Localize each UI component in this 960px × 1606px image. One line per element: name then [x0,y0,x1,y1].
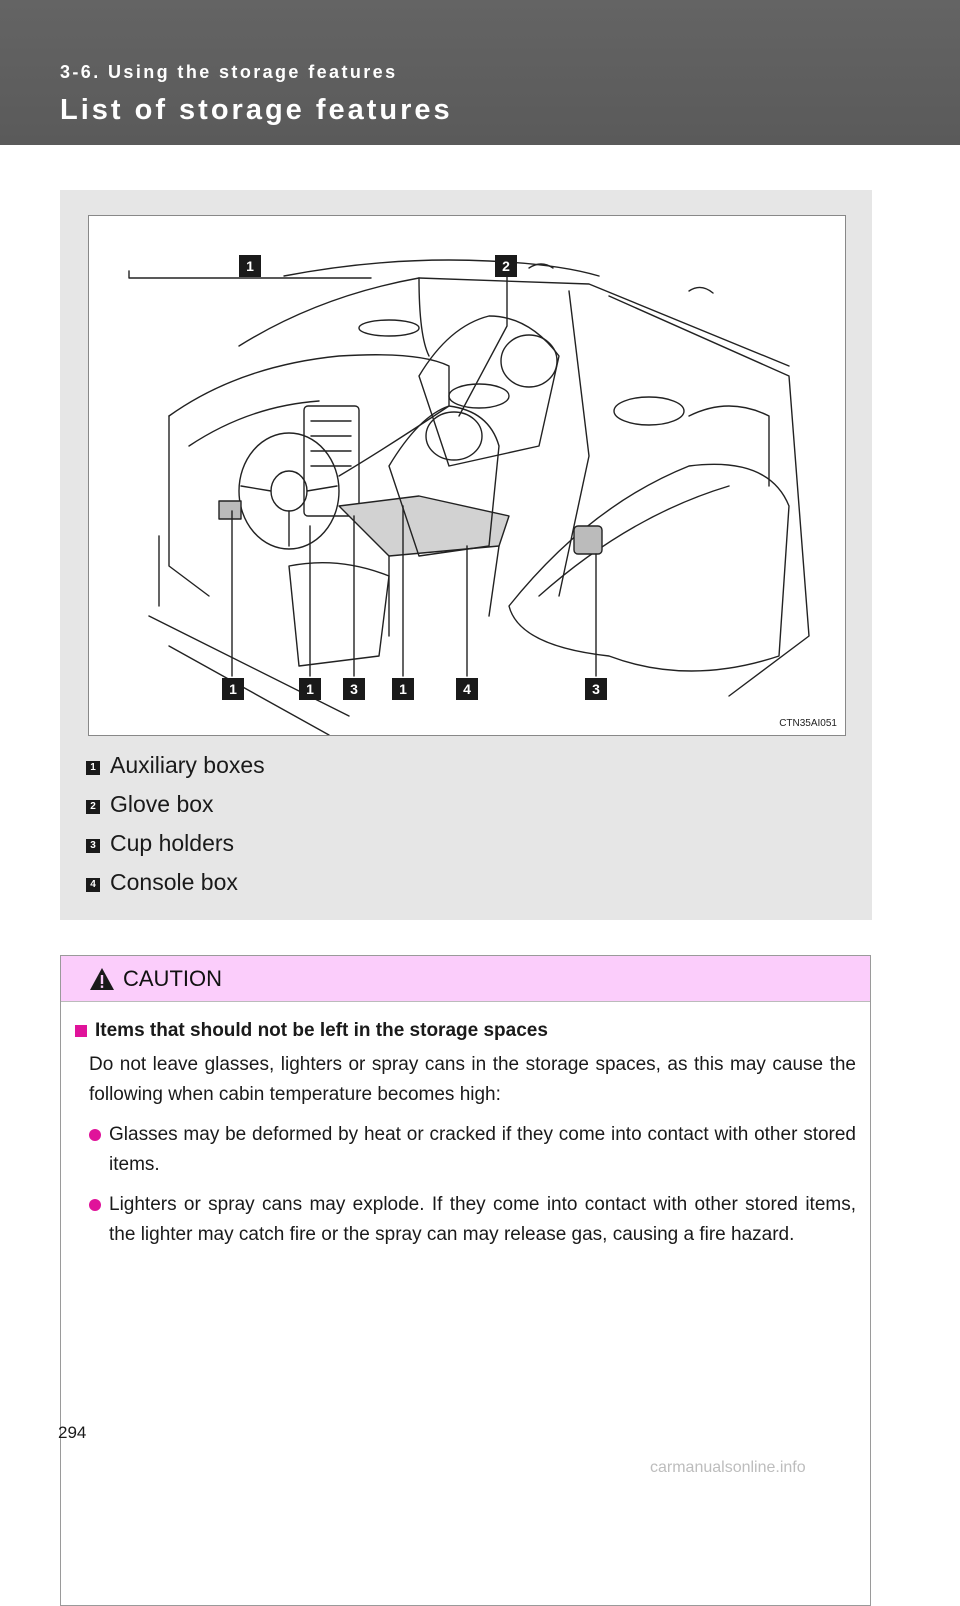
legend: 1 Auxiliary boxes 2 Glove box 3 Cup hold… [86,746,265,902]
callout-bottom-1b: 1 [299,678,321,700]
caution-bullet: Glasses may be deformed by heat or crack… [89,1120,856,1180]
legend-number: 3 [86,838,100,853]
caution-bullet-text: Lighters or spray cans may explode. If t… [109,1194,856,1245]
legend-item: 4 Console box [86,863,265,902]
page-title: List of storage features [60,94,453,126]
round-bullet-icon [89,1129,101,1141]
page-header: 3-6. Using the storage features List of … [0,0,960,145]
square-bullet-icon [75,1025,87,1037]
caution-header: CAUTION [61,956,870,1002]
legend-item: 1 Auxiliary boxes [86,746,265,785]
legend-label: Cup holders [110,830,235,856]
legend-number: 4 [86,877,100,892]
callout-bottom-3a: 3 [343,678,365,700]
callout-bottom-3b: 3 [585,678,607,700]
car-interior-illustration: 1 2 1 1 3 1 4 3 CTN35AI051 [88,215,846,736]
callout-bottom-4: 4 [456,678,478,700]
car-interior-drawing [128,259,810,735]
legend-label: Glove box [110,791,214,817]
caution-bullet: Lighters or spray cans may explode. If t… [89,1190,856,1250]
round-bullet-icon [89,1199,101,1211]
figure-panel: 1 2 1 1 3 1 4 3 CTN35AI051 1 Auxiliary b… [60,190,872,920]
caution-title: CAUTION [123,965,222,991]
legend-label: Console box [110,869,238,895]
callout-2-top: 2 [495,255,517,277]
callout-1-top: 1 [239,255,261,277]
caution-body: Items that should not be left in the sto… [61,1002,870,1250]
legend-label: Auxiliary boxes [110,752,265,778]
caution-subheading-text: Items that should not be left in the sto… [95,1020,548,1041]
section-label: 3-6. Using the storage features [60,62,398,82]
page-number: 294 [58,1423,87,1442]
watermark: carmanualsonline.info [650,1459,806,1476]
caution-bullet-text: Glasses may be deformed by heat or crack… [109,1124,856,1175]
caution-box: CAUTION Items that should not be left in… [60,955,871,1606]
caution-paragraph: Do not leave glasses, lighters or spray … [89,1054,856,1105]
legend-item: 2 Glove box [86,785,265,824]
figure-code: CTN35AI051 [779,718,837,729]
legend-item: 3 Cup holders [86,824,265,863]
caution-subheading: Items that should not be left in the sto… [75,1020,856,1042]
callout-bottom-1a: 1 [222,678,244,700]
legend-number: 2 [86,799,100,814]
legend-number: 1 [86,760,100,775]
warning-triangle-icon [90,967,114,990]
callout-bottom-1c: 1 [392,678,414,700]
